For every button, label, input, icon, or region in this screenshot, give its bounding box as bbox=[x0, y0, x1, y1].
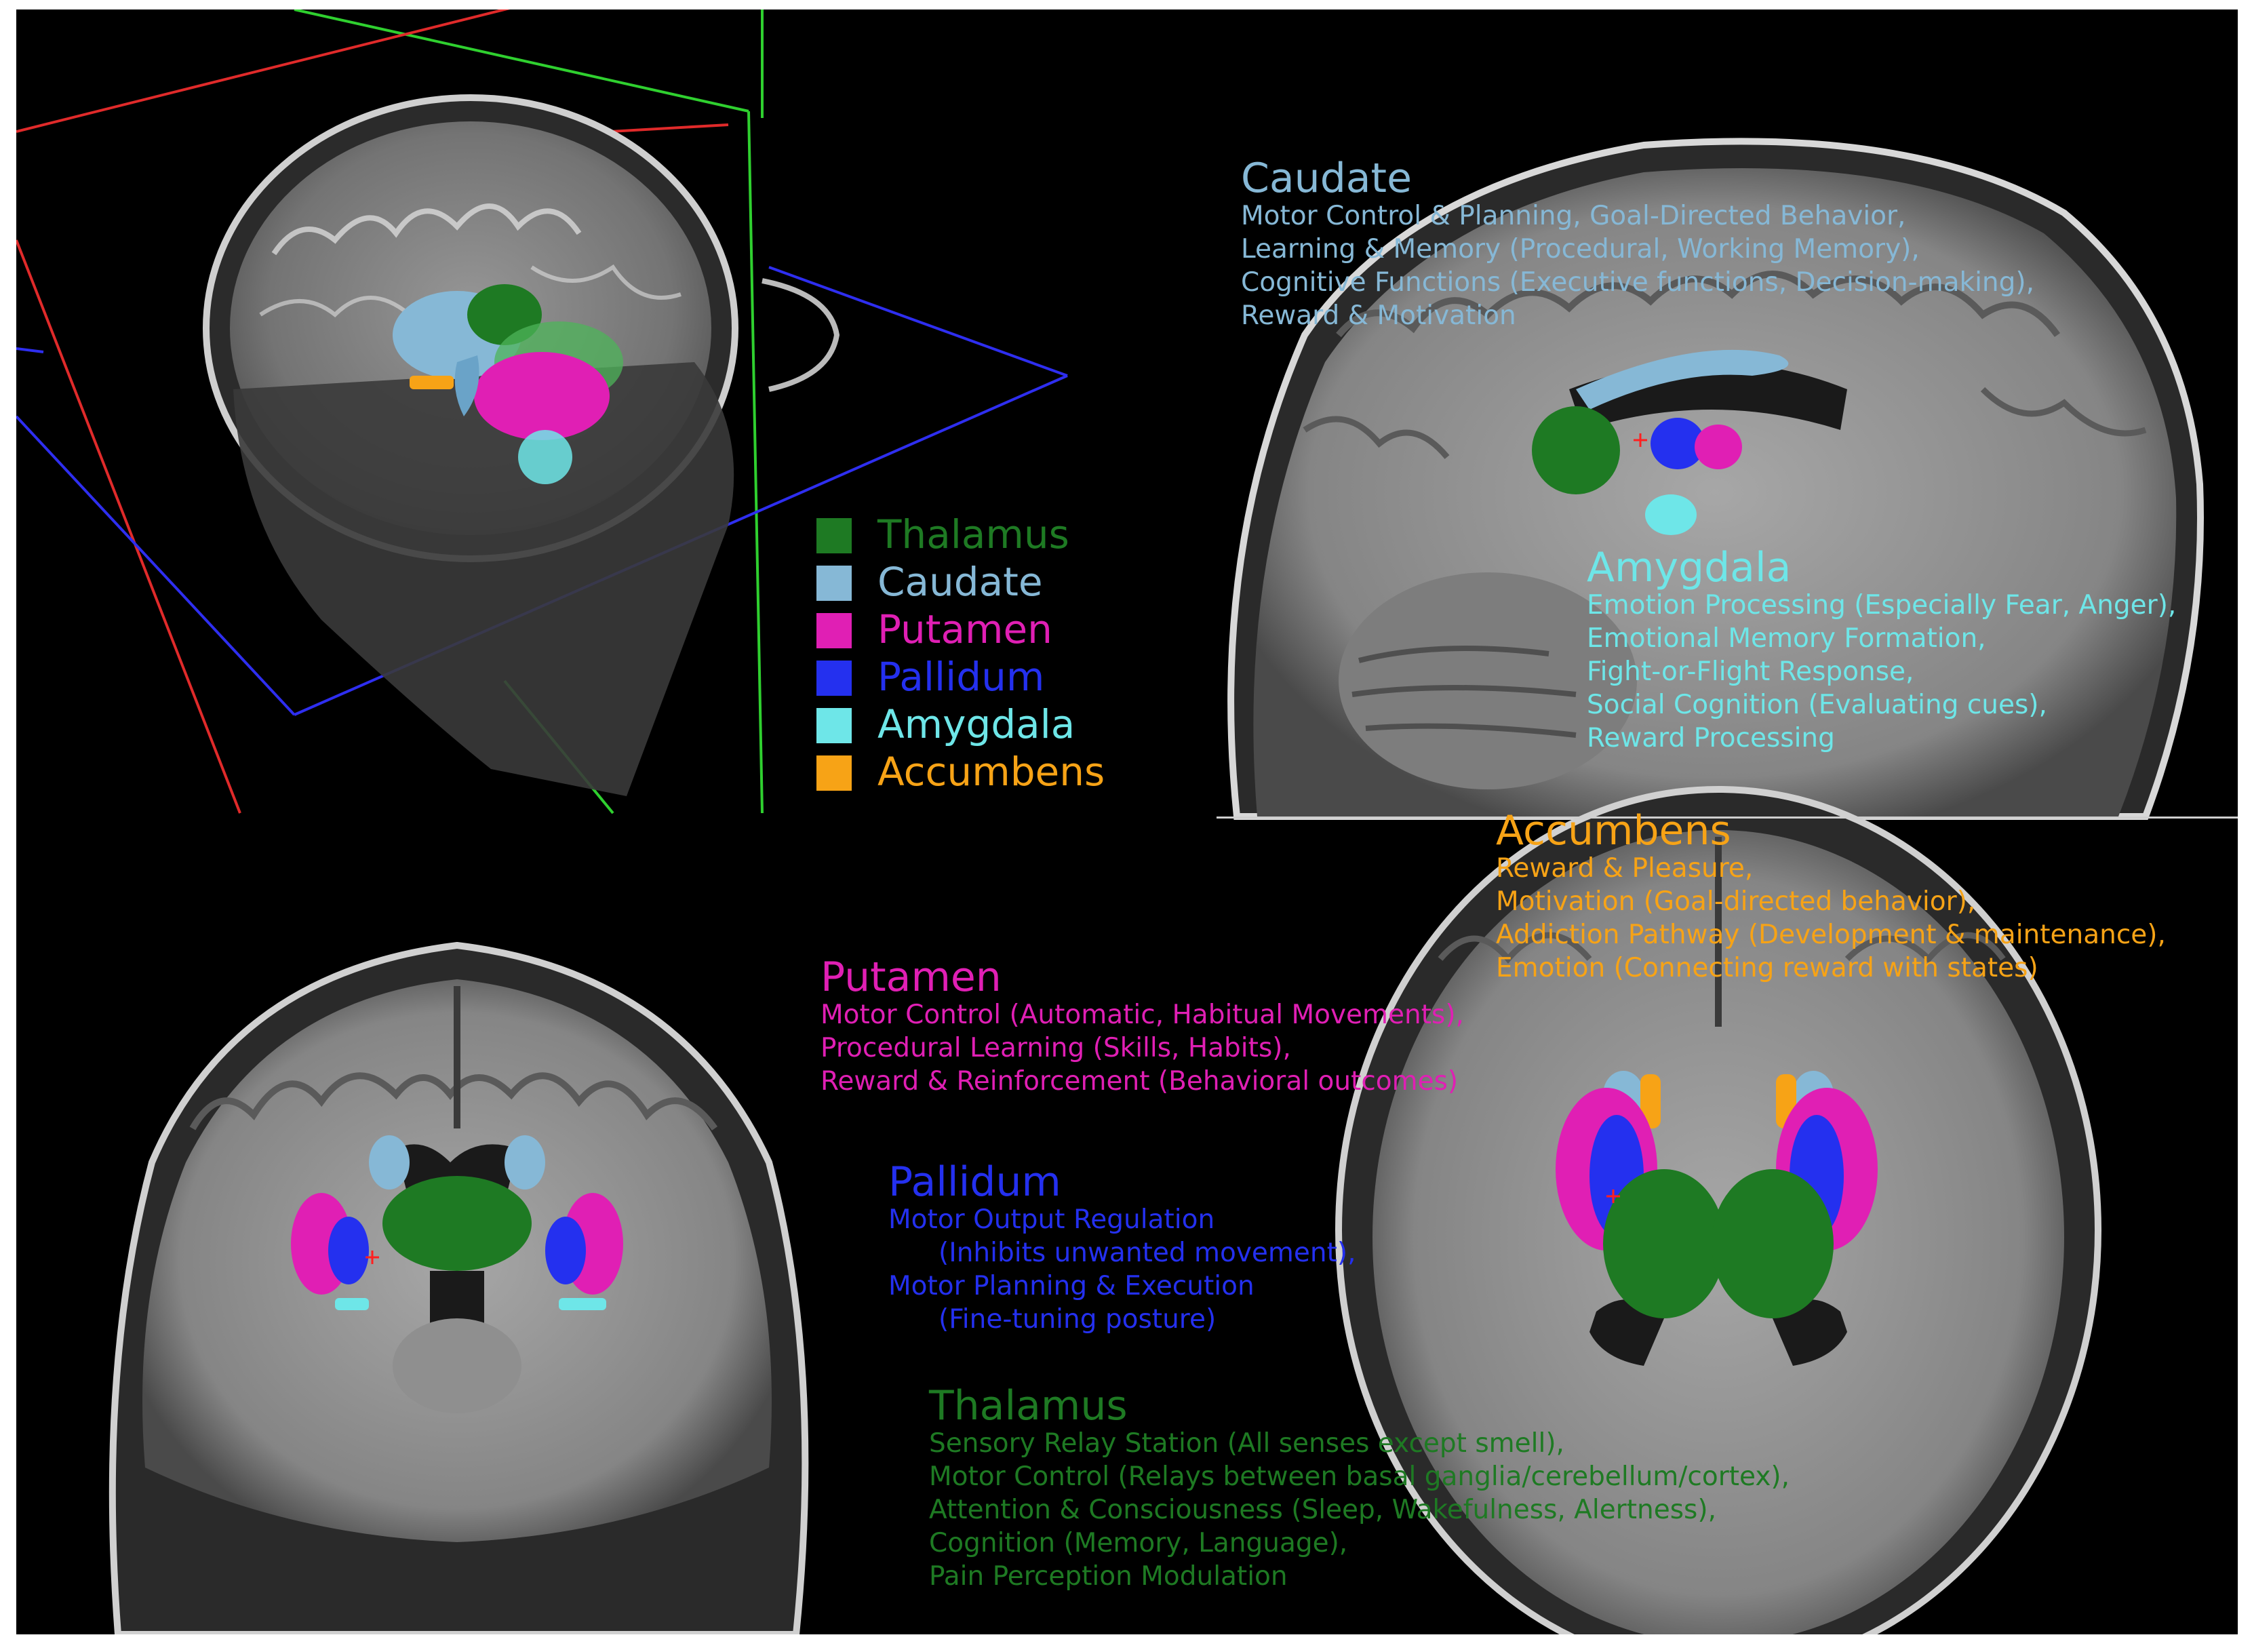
figure-canvas: Thalamus Caudate Putamen Pallidum Amygda… bbox=[16, 9, 2238, 1634]
caudate-line-1: Motor Control & Planning, Goal-Directed … bbox=[1241, 201, 1906, 231]
caudate-title: Caudate bbox=[1241, 155, 1412, 202]
legend-item-accumbens: Accumbens bbox=[810, 749, 1162, 796]
thalamus-line-1: Sensory Relay Station (All senses except… bbox=[929, 1428, 1564, 1459]
legend-swatch-amygdala bbox=[816, 708, 852, 743]
pallidum-line-3: Motor Planning & Execution bbox=[888, 1271, 1255, 1301]
putamen-annotation: Putamen Motor Control (Automatic, Habitu… bbox=[821, 956, 1464, 1098]
thalamus-line-4: Cognition (Memory, Language), bbox=[929, 1528, 1348, 1558]
legend-label-accumbens: Accumbens bbox=[877, 749, 1105, 795]
thalamus-line-3: Attention & Consciousness (Sleep, Wakefu… bbox=[929, 1495, 1716, 1525]
legend-item-pallidum: Pallidum bbox=[810, 654, 1162, 701]
putamen-line-1: Motor Control (Automatic, Habitual Movem… bbox=[821, 1000, 1464, 1030]
view-3d-panel bbox=[16, 9, 1068, 814]
thalamus-line-2: Motor Control (Relays between basal gang… bbox=[929, 1461, 1790, 1492]
caudate-line-4: Reward & Motivation bbox=[1241, 300, 1516, 331]
amygdala-line-3: Fight-or-Flight Response, bbox=[1587, 656, 1914, 687]
accumbens-line-2: Motivation (Goal-directed behavior), bbox=[1496, 886, 1976, 917]
thalamus-line-5: Pain Perception Modulation bbox=[929, 1561, 1288, 1592]
accumbens-line-1: Reward & Pleasure, bbox=[1496, 853, 1754, 884]
view-sagittal-panel bbox=[1227, 138, 2204, 820]
accumbens-annotation: Accumbens Reward & Pleasure, Motivation … bbox=[1496, 810, 2166, 985]
accumbens-line-4: Emotion (Connecting reward with states) bbox=[1496, 953, 2038, 983]
amygdala-line-2: Emotional Memory Formation, bbox=[1587, 623, 1986, 654]
legend-swatch-accumbens bbox=[816, 755, 852, 791]
amygdala-annotation: Amygdala Emotion Processing (Especially … bbox=[1587, 547, 2176, 755]
legend: Thalamus Caudate Putamen Pallidum Amygda… bbox=[810, 511, 1162, 796]
legend-swatch-thalamus bbox=[816, 518, 852, 553]
putamen-line-3: Reward & Reinforcement (Behavioral outco… bbox=[821, 1066, 1459, 1097]
amygdala-line-1: Emotion Processing (Especially Fear, Ang… bbox=[1587, 590, 2177, 621]
caudate-line-3: Cognitive Functions (Executive functions… bbox=[1241, 267, 2035, 298]
legend-label-pallidum: Pallidum bbox=[877, 654, 1045, 700]
amygdala-line-5: Reward Processing bbox=[1587, 723, 1835, 753]
amygdala-title: Amygdala bbox=[1587, 544, 1792, 591]
legend-item-amygdala: Amygdala bbox=[810, 701, 1162, 749]
view-coronal-panel bbox=[108, 941, 809, 1634]
putamen-title: Putamen bbox=[821, 953, 1002, 1001]
amygdala-line-4: Social Cognition (Evaluating cues), bbox=[1587, 690, 2047, 720]
thalamus-annotation: Thalamus Sensory Relay Station (All sens… bbox=[929, 1385, 1790, 1593]
legend-item-thalamus: Thalamus bbox=[810, 511, 1162, 559]
pallidum-line-4: (Fine-tuning posture) bbox=[939, 1304, 1217, 1335]
pallidum-title: Pallidum bbox=[888, 1158, 1061, 1206]
legend-swatch-putamen bbox=[816, 613, 852, 648]
pallidum-line-1: Motor Output Regulation bbox=[888, 1204, 1215, 1235]
brain-illustration bbox=[16, 9, 2204, 1634]
putamen-line-2: Procedural Learning (Skills, Habits), bbox=[821, 1033, 1291, 1063]
legend-item-putamen: Putamen bbox=[810, 606, 1162, 654]
caudate-line-2: Learning & Memory (Procedural, Working M… bbox=[1241, 234, 1920, 264]
pallidum-annotation: Pallidum Motor Output Regulation (Inhibi… bbox=[888, 1161, 1356, 1336]
legend-swatch-caudate bbox=[816, 566, 852, 601]
legend-label-caudate: Caudate bbox=[877, 559, 1043, 605]
thalamus-title: Thalamus bbox=[929, 1382, 1128, 1430]
view-axial-panel bbox=[1335, 786, 2101, 1634]
legend-label-thalamus: Thalamus bbox=[877, 511, 1069, 557]
accumbens-title: Accumbens bbox=[1496, 807, 1731, 854]
legend-item-caudate: Caudate bbox=[810, 559, 1162, 606]
legend-swatch-pallidum bbox=[816, 661, 852, 696]
legend-label-putamen: Putamen bbox=[877, 606, 1052, 652]
caudate-annotation: Caudate Motor Control & Planning, Goal-D… bbox=[1241, 157, 2034, 332]
panel-divider bbox=[1217, 817, 2238, 819]
accumbens-line-3: Addiction Pathway (Development & mainten… bbox=[1496, 920, 2166, 950]
pallidum-line-2: (Inhibits unwanted movement), bbox=[939, 1238, 1356, 1268]
legend-label-amygdala: Amygdala bbox=[877, 701, 1075, 747]
